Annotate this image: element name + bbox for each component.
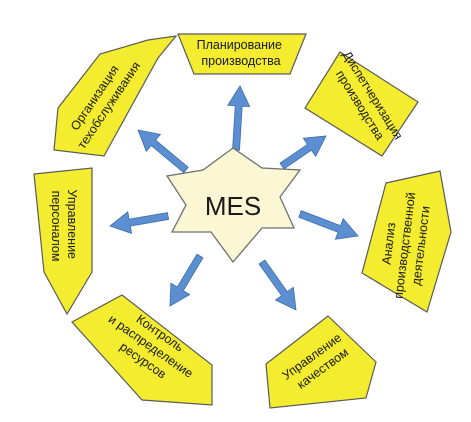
arrows-group	[109, 85, 359, 311]
segment-planning	[177, 33, 307, 75]
arrow-to-resources	[169, 253, 204, 307]
arrow-to-quality	[258, 259, 297, 311]
arrow-to-maintenance	[137, 129, 189, 174]
segment-personnel	[33, 167, 93, 316]
segment-maintenance	[53, 35, 178, 157]
segment-analysis	[361, 170, 452, 313]
arrow-to-personnel	[109, 211, 170, 234]
center-label: MES	[205, 191, 261, 221]
segment-quality	[265, 315, 377, 409]
center-star	[165, 147, 302, 264]
label-planning: Планирование производства	[197, 38, 286, 68]
segment-dispatch	[304, 51, 419, 157]
arrow-to-planning	[227, 85, 251, 151]
segment-resources	[71, 294, 213, 406]
label-personnel: Управление персоналом	[49, 190, 79, 263]
arrow-to-dispatch	[279, 135, 327, 170]
arrow-to-analysis	[298, 210, 359, 240]
